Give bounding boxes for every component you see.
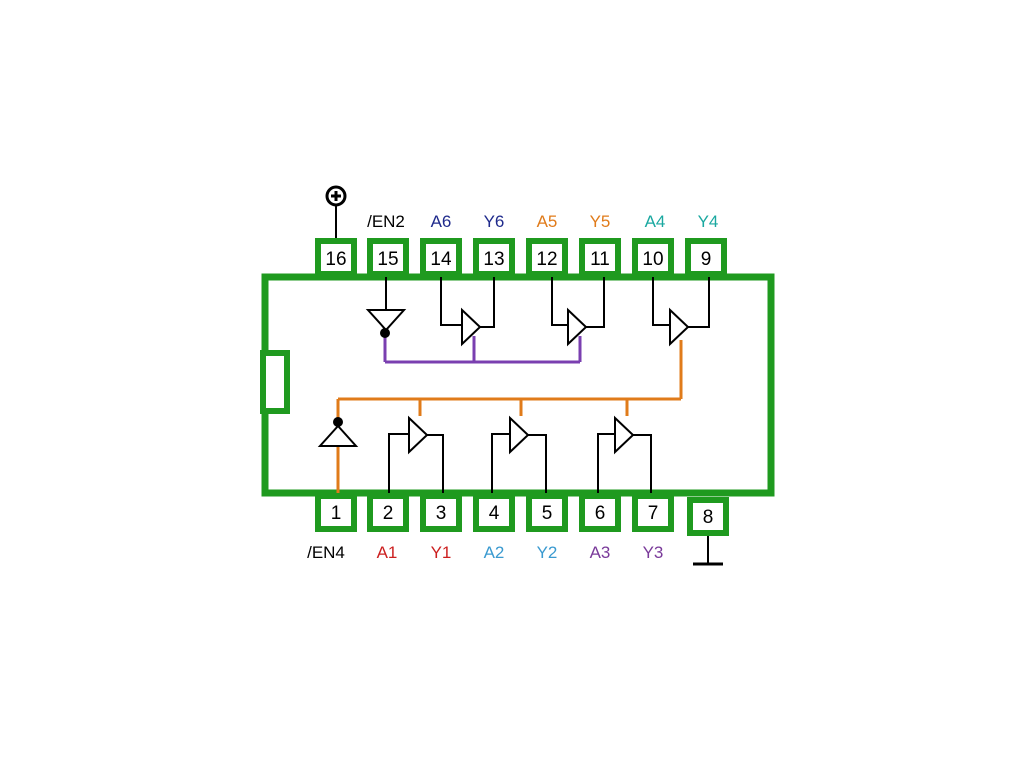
- pin-number: 1: [331, 503, 342, 524]
- pin-label-a6: A6: [431, 212, 452, 231]
- bottom-pin-labels: /EN4 A1 Y1 A2 Y2 A3 Y3: [307, 543, 663, 562]
- buffer-6-icon: [440, 277, 495, 347]
- bottom-pin-row: 1 2 3 4 5 6 7 8: [315, 493, 729, 536]
- pin-number: 12: [536, 249, 557, 270]
- en2-enable-bus: [383, 334, 582, 364]
- en2-inverter-icon: [365, 277, 407, 338]
- pin-number: 11: [590, 249, 610, 270]
- pin-label-y6: Y6: [484, 212, 505, 231]
- pin-number: 6: [595, 503, 606, 524]
- pin-label-en2: /EN2: [367, 212, 405, 231]
- buffer-4-icon: [652, 277, 710, 347]
- pin-label-a5: A5: [537, 212, 558, 231]
- pin-15: 15: [367, 238, 409, 277]
- top-pin-labels: /EN2 A6 Y6 A5 Y5 A4 Y4: [367, 212, 718, 231]
- pin-11: 11: [579, 238, 621, 277]
- ground-icon: [693, 536, 723, 566]
- pin-14: 14: [420, 238, 462, 277]
- pin-number: 5: [542, 503, 553, 524]
- pin-1: 1: [315, 493, 357, 532]
- pin-number: 4: [489, 503, 500, 524]
- pin-number: 3: [436, 503, 447, 524]
- chip-body: [261, 273, 775, 497]
- top-pin-row: 16 15 14 13 12 11 10 9: [315, 238, 727, 277]
- pin-number: 10: [642, 249, 663, 270]
- pin-label-y2: Y2: [537, 543, 558, 562]
- pin-9: 9: [685, 238, 727, 277]
- en4-inverter-icon: [317, 417, 359, 447]
- pin-label-a1: A1: [377, 543, 398, 562]
- buffer-3-icon: [597, 415, 652, 493]
- pin-12: 12: [526, 238, 568, 277]
- pin-number: 16: [325, 249, 346, 270]
- pin-number: 8: [703, 507, 714, 528]
- pin-4: 4: [473, 493, 515, 532]
- pin-number: 13: [483, 249, 504, 270]
- pin-number: 14: [430, 249, 452, 270]
- pin-7: 7: [632, 493, 674, 532]
- pin-label-y5: Y5: [590, 212, 611, 231]
- pin-8: 8: [687, 497, 729, 536]
- buffer-2-icon: [491, 415, 547, 493]
- pin-6: 6: [579, 493, 621, 532]
- pin-label-a4: A4: [645, 212, 666, 231]
- pin-label-en4: /EN4: [307, 543, 345, 562]
- pin-label-y1: Y1: [431, 543, 452, 562]
- buffer-5-icon: [551, 277, 605, 347]
- en4-enable-bus: [336, 340, 683, 493]
- pin-number: 2: [383, 503, 394, 524]
- chip-notch: [260, 350, 290, 414]
- pin-label-a3: A3: [590, 543, 611, 562]
- pin-label-y4: Y4: [698, 212, 719, 231]
- pin-number: 9: [701, 249, 712, 270]
- pin-2: 2: [367, 493, 409, 532]
- pin-number: 15: [377, 249, 398, 270]
- pin-3: 3: [420, 493, 462, 532]
- pin-5: 5: [526, 493, 568, 532]
- pin-label-y3: Y3: [643, 543, 664, 562]
- pin-number: 7: [648, 503, 659, 524]
- pin-16: 16: [315, 238, 357, 277]
- vcc-plus-icon: [325, 185, 347, 238]
- buffer-1-icon: [388, 415, 444, 493]
- pin-13: 13: [473, 238, 515, 277]
- pin-10: 10: [632, 238, 674, 277]
- pin-label-a2: A2: [484, 543, 505, 562]
